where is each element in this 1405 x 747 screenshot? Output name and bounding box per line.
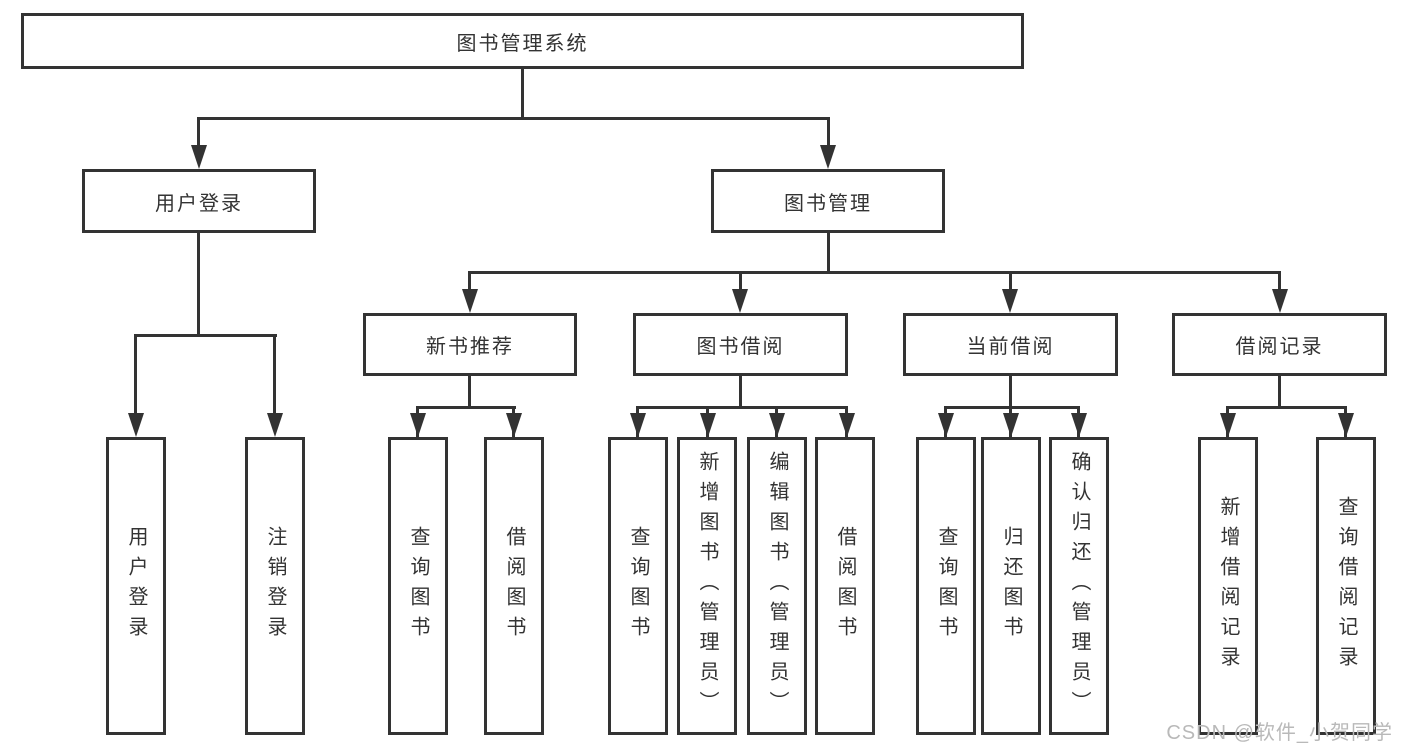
leaf-label: 编辑图书（管理员） [766,451,788,721]
connector-root-stem [521,69,524,119]
node-user-login: 用户登录 [82,169,316,233]
node-current-borrow-label: 当前借阅 [966,336,1055,358]
node-new-book-recommend-label: 新书推荐 [426,336,514,358]
node-user-login-label: 用户登录 [155,192,243,215]
leaf-label: 查询图书 [627,526,649,646]
node-leaf-borrow-books: 借阅图书 [815,437,875,735]
connector-drop-level3 [1009,271,1012,292]
connector-user-login-hline [135,334,277,337]
csdn-watermark: CSDN @软件_小贺同学 [1166,722,1393,744]
node-borrow-records-label: 借阅记录 [1235,336,1324,358]
leaf-label: 新增借阅记录 [1217,496,1239,676]
arrow-down-icon [1272,289,1288,313]
node-new-book-recommend: 新书推荐 [363,313,577,376]
leaf-label: 借阅图书 [503,526,525,646]
node-leaf-add-books-admin: 新增图书（管理员） [677,437,737,735]
leaf-label: 查询借阅记录 [1335,496,1357,676]
connector-book-management-hline [468,271,1281,274]
leaf-label: 注销登录 [264,526,286,646]
arrow-down-icon [267,413,283,437]
arrow-down-icon [128,413,144,437]
arrow-down-icon [506,413,522,437]
node-book-borrow-label: 图书借阅 [696,336,785,358]
arrow-down-icon [1002,289,1018,313]
leaf-label: 新增图书（管理员） [696,451,718,721]
arrow-down-icon [1220,413,1236,437]
arrow-down-icon [1338,413,1354,437]
connector-drop-book-management [827,117,830,150]
connector-borrow-hline [636,406,848,409]
arrow-down-icon [700,413,716,437]
arrow-down-icon [938,413,954,437]
node-leaf-query-books-current: 查询图书 [916,437,976,735]
arrow-down-icon [769,413,785,437]
arrow-down-icon [732,289,748,313]
node-leaf-user-login: 用户登录 [106,437,166,735]
connector-drop-level3 [468,271,471,292]
node-root: 图书管理系统 [21,13,1024,69]
node-root-label: 图书管理系统 [456,32,589,55]
connector-records-hline [1226,406,1347,409]
arrow-down-icon [820,145,836,169]
connector-current-stem [1009,376,1012,408]
connector-drop-level3 [1278,271,1281,292]
leaf-label: 确认归还（管理员） [1068,451,1090,721]
leaf-label: 用户登录 [125,526,147,646]
node-book-management-label: 图书管理 [784,192,872,215]
connector-borrow-stem [739,376,742,408]
node-leaf-query-borrow-record: 查询借阅记录 [1316,437,1376,735]
connector-drop-user-login [197,117,200,150]
node-leaf-query-books-borrow: 查询图书 [608,437,668,735]
connector-drop-leaf [273,334,276,416]
arrow-down-icon [410,413,426,437]
node-leaf-logout: 注销登录 [245,437,305,735]
connector-book-management-stem [827,233,830,273]
node-leaf-add-borrow-record: 新增借阅记录 [1198,437,1258,735]
connector-recommend-hline [416,406,516,409]
node-book-management: 图书管理 [711,169,945,233]
node-current-borrow: 当前借阅 [903,313,1118,376]
node-leaf-edit-books-admin: 编辑图书（管理员） [747,437,807,735]
connector-records-stem [1278,376,1281,408]
node-leaf-confirm-return-admin: 确认归还（管理员） [1049,437,1109,735]
connector-drop-level3 [739,271,742,292]
node-borrow-records: 借阅记录 [1172,313,1387,376]
leaf-label: 查询图书 [407,526,429,646]
connector-root-hline [198,117,830,120]
connector-drop-leaf [134,334,137,416]
arrow-down-icon [462,289,478,313]
arrow-down-icon [1003,413,1019,437]
arrow-down-icon [630,413,646,437]
connector-recommend-stem [468,376,471,408]
node-leaf-borrow-books-recommend: 借阅图书 [484,437,544,735]
arrow-down-icon [839,413,855,437]
arrow-down-icon [1071,413,1087,437]
arrow-down-icon [191,145,207,169]
node-book-borrow: 图书借阅 [633,313,848,376]
leaf-label: 归还图书 [1000,526,1022,646]
connector-current-hline [944,406,1080,409]
node-leaf-query-books-recommend: 查询图书 [388,437,448,735]
connector-user-login-stem [197,233,200,335]
leaf-label: 查询图书 [935,526,957,646]
leaf-label: 借阅图书 [834,526,856,646]
node-leaf-return-books: 归还图书 [981,437,1041,735]
